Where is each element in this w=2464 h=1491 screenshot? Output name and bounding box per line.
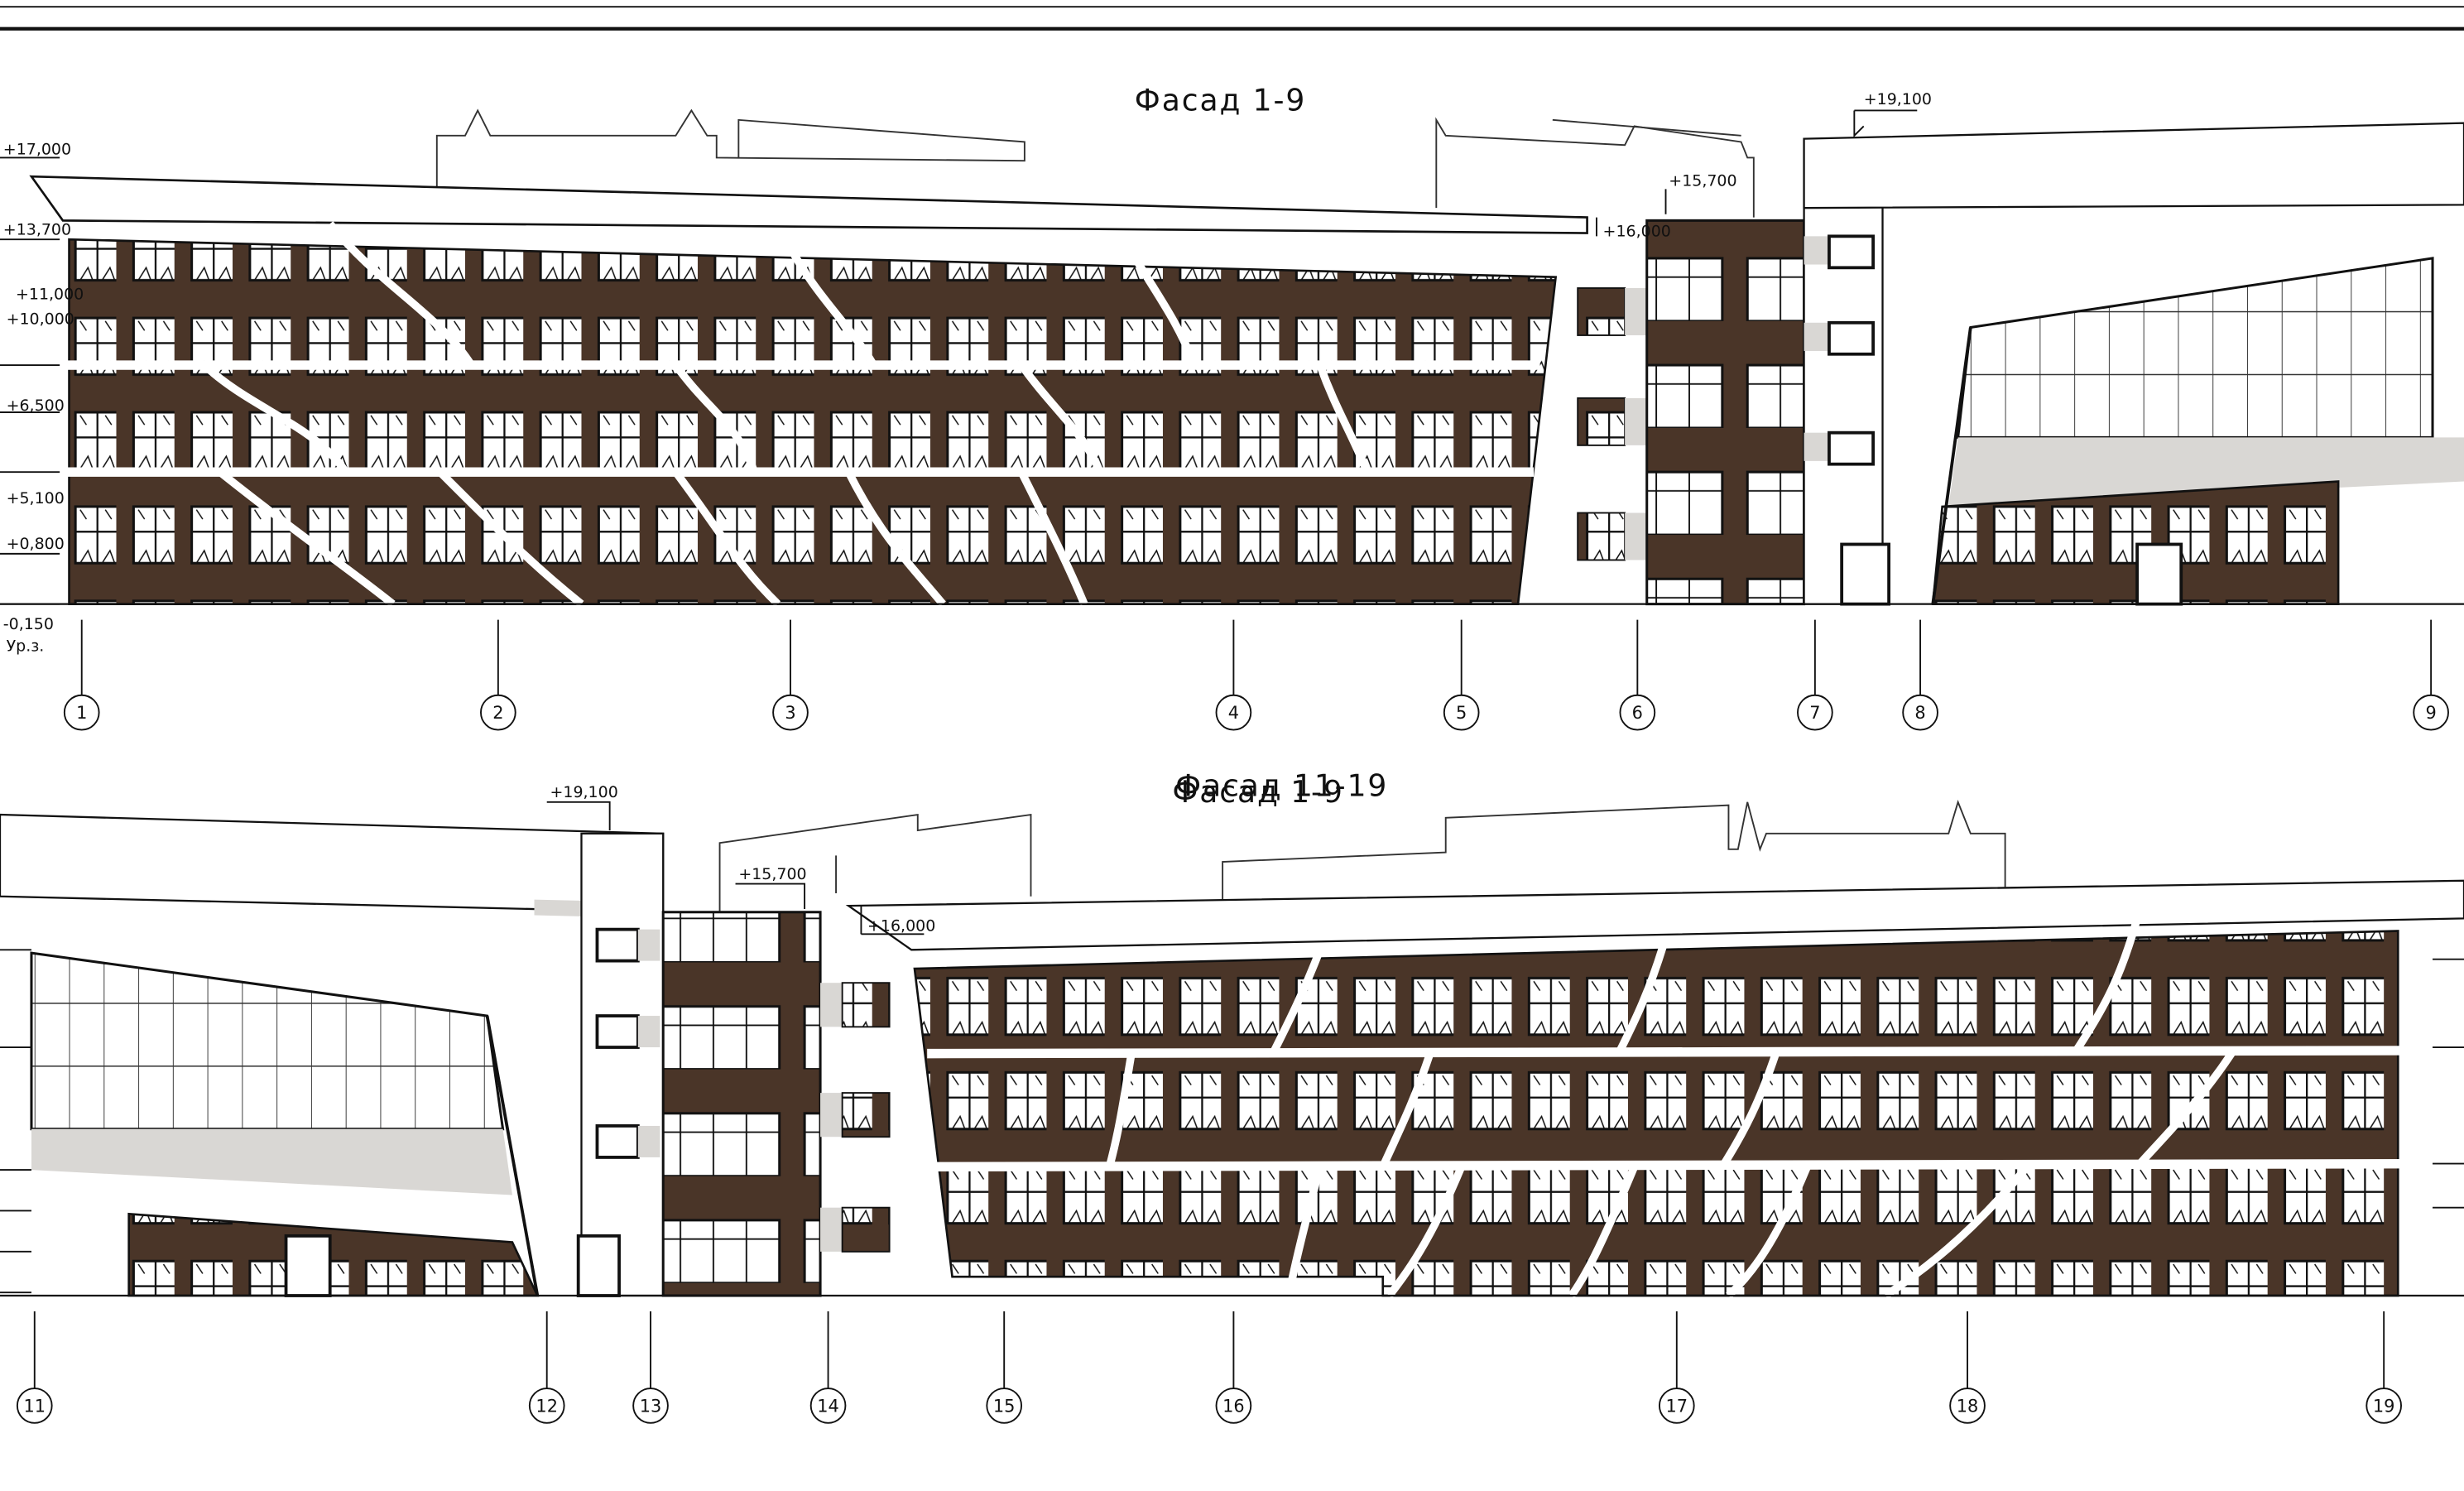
tower-mark: +19,100 [1864,90,1932,108]
svg-text:16: 16 [1222,1397,1245,1416]
svg-text:17: 17 [1666,1397,1688,1416]
axis-marker: 2 [480,619,516,731]
axis-marker: 7 [1797,619,1833,731]
svg-text:15: 15 [993,1397,1016,1416]
svg-text:5: 5 [1456,703,1467,723]
svg-text:18: 18 [1957,1397,1979,1416]
level-mark: +13,700 [3,220,71,238]
bottom-axes: 11 12 13 14 15 16 17 18 19 [16,1311,2403,1424]
axis-marker: 4 [1215,619,1252,731]
level-mark: +5,100 [7,489,65,507]
axis-marker: 12 [528,1311,565,1424]
tower-mark: +19,100 [550,783,618,801]
axis-marker: 9 [2413,619,2449,731]
level-mark: +11,000 [16,285,84,303]
tower-mark: +15,700 [1669,172,1736,190]
sheet-frame [0,6,2464,31]
bottom-right-wing [0,879,2464,1299]
level-mark: +17,000 [3,141,71,159]
tower-mark: +16,000 [867,917,935,935]
axis-marker: 3 [772,619,809,731]
axis-marker: 8 [1902,619,1938,731]
bottom-level-ticks [0,801,2464,1296]
axis-marker: 17 [1658,1311,1695,1424]
svg-text:4: 4 [1228,703,1239,723]
axis-marker: 19 [2366,1311,2403,1424]
svg-text:11: 11 [23,1397,46,1416]
svg-text:3: 3 [785,703,795,723]
axis-marker: 13 [632,1311,669,1424]
bottom-tower [576,832,891,1297]
svg-text:19: 19 [2373,1397,2395,1416]
top-level-ticks [0,109,1918,605]
top-level-marks: +17,000 +13,700 +11,000 +10,000 +6,500 +… [3,90,1932,656]
top-tower [1577,137,1891,606]
top-left-wing [0,175,2464,608]
bottom-left-wing [0,813,665,1297]
facade-top: Фасад 1-9 [0,83,2464,731]
axis-marker: 15 [986,1311,1023,1424]
axis-marker: 6 [1619,619,1656,731]
level-mark: +10,000 [7,310,74,329]
top-roofline-background [435,108,1755,218]
bottom-roofline-background [718,799,2006,912]
svg-text:1: 1 [76,703,87,723]
axis-marker: 16 [1215,1311,1252,1424]
top-right-wing [1803,122,2464,606]
svg-text:7: 7 [1809,703,1820,723]
axis-marker: 11 [16,1311,53,1424]
tower-mark: +15,700 [738,865,806,883]
facade-top-title: Фасад 1-9 [1135,83,1306,118]
svg-text:8: 8 [1914,703,1925,723]
top-axes: 1 2 3 4 5 6 7 8 9 [63,619,2449,731]
facade-bottom: Фасад 11-19 Фасад 1-9 [0,768,2464,1424]
level-mark: +6,500 [7,397,65,415]
facade-bottom-title-overlap: Фасад 1-9 [1172,775,1343,810]
svg-text:13: 13 [640,1397,662,1416]
level-mark: +0,800 [7,535,65,553]
tower-mark: +16,000 [1603,222,1671,240]
axis-marker: 14 [809,1311,847,1424]
svg-text:12: 12 [536,1397,558,1416]
ground-label: Ур.з. [7,637,45,656]
axis-marker: 18 [1949,1311,1986,1424]
bottom-level-marks: +19,100 +15,700 +16,000 [550,783,936,935]
level-mark: -0,150 [3,615,54,633]
svg-text:9: 9 [2425,703,2436,723]
svg-text:14: 14 [817,1397,839,1416]
svg-text:6: 6 [1632,703,1643,723]
axis-marker: 1 [63,619,100,731]
axis-marker: 5 [1443,619,1480,731]
svg-text:2: 2 [492,703,503,723]
facade-bottom-title: Фасад 11-19 [1175,768,1388,803]
